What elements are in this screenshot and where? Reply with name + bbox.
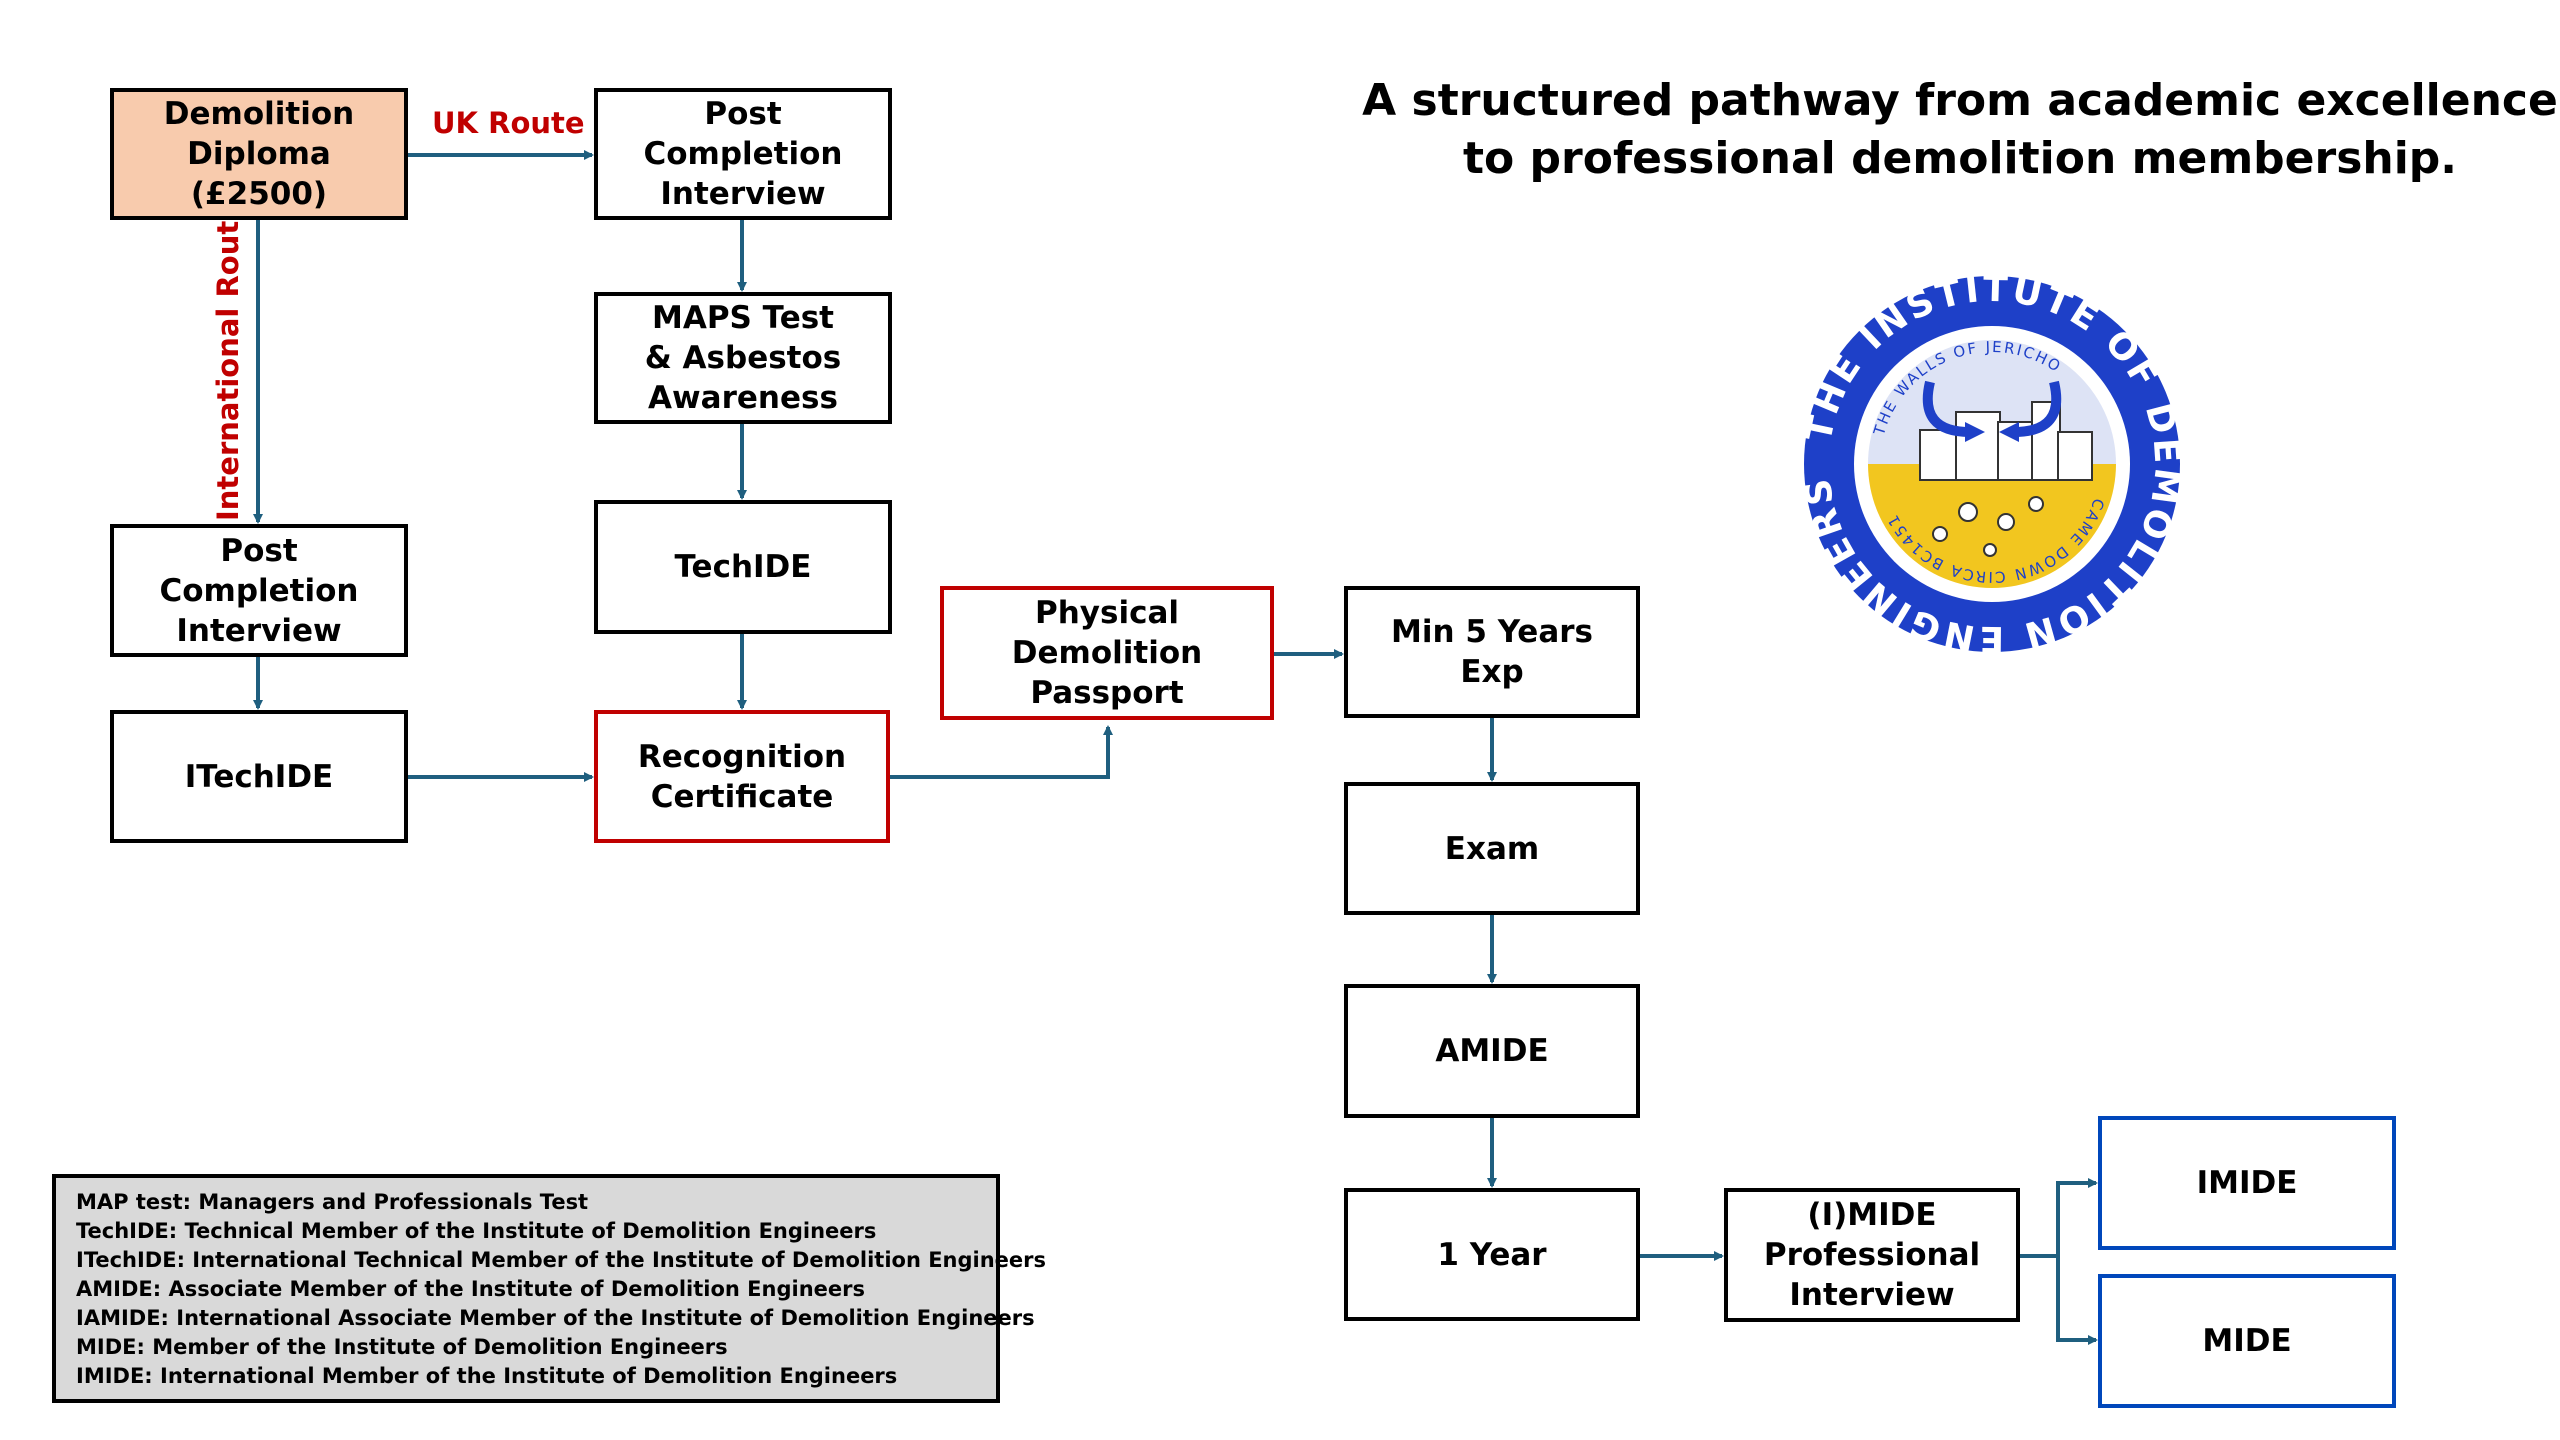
box-imide-professional-interview: (I)MIDE Professional Interview [1724, 1188, 2020, 1322]
uk-route-label: UK Route [432, 106, 585, 140]
box-one-year: 1 Year [1344, 1188, 1640, 1321]
arrow-recognition-to-passport [888, 725, 1113, 779]
international-route-label: International Route [211, 201, 245, 521]
box-recognition-certificate: Recognition Certificate [594, 710, 890, 843]
institute-seal-logo: THE INSTITUTE OF DEMOLITION ENGINEERS TH… [1800, 272, 2184, 656]
box-mide: MIDE [2098, 1274, 2396, 1408]
legend-box: MAP test: Managers and Professionals Tes… [52, 1174, 1047, 1403]
box-post-completion-interview-uk: Post Completion Interview [594, 88, 892, 220]
arrow-interview-to-imide [2018, 1178, 2098, 1258]
box-techide: TechIDE [594, 500, 892, 634]
legend-item-iamide: IAMIDE: International Associate Member o… [76, 1306, 1035, 1330]
box-min-5-years-exp: Min 5 Years Exp [1344, 586, 1640, 718]
legend-item-imide: IMIDE: International Member of the Insti… [76, 1364, 898, 1388]
page-title: A structured pathway from academic excel… [1362, 75, 2558, 184]
legend-item-itechide: ITechIDE: International Technical Member… [76, 1248, 1047, 1272]
legend-item-amide: AMIDE: Associate Member of the Institute… [76, 1277, 865, 1301]
box-exam: Exam [1344, 782, 1640, 915]
legend-item-map-test: MAP test: Managers and Professionals Tes… [76, 1190, 589, 1214]
box-physical-demolition-passport: Physical Demolition Passport [940, 586, 1274, 720]
box-maps-test: MAPS Test & Asbestos Awareness [594, 292, 892, 424]
legend-item-techide: TechIDE: Technical Member of the Institu… [76, 1219, 877, 1243]
box-imide: IMIDE [2098, 1116, 2396, 1250]
arrow-interview-to-mide [2056, 1256, 2098, 1345]
legend-item-mide: MIDE: Member of the Institute of Demolit… [76, 1335, 728, 1359]
box-post-completion-interview-intl: Post Completion Interview [110, 524, 408, 657]
box-amide: AMIDE [1344, 984, 1640, 1118]
box-itechide: ITechIDE [110, 710, 408, 843]
box-demolition-diploma: Demolition Diploma (£2500) [110, 88, 408, 220]
